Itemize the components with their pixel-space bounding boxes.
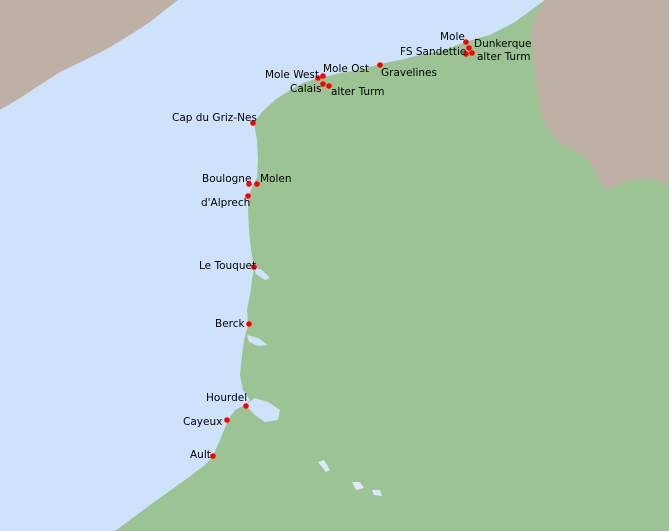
boulogne-label: Boulogne xyxy=(202,173,251,185)
ault-marker[interactable] xyxy=(210,453,216,459)
authie-estuary xyxy=(247,335,268,346)
gravelines-marker[interactable] xyxy=(377,62,383,68)
molen-label: Molen xyxy=(260,173,292,185)
france-land xyxy=(115,0,669,531)
mole-dunkerque-marker[interactable] xyxy=(463,39,469,45)
england-land xyxy=(0,0,178,110)
mole-ost-label: Mole Ost xyxy=(323,63,369,75)
mole-dunkerque-label: Mole xyxy=(440,31,465,43)
ault-label: Ault xyxy=(190,449,211,461)
mole-west-marker[interactable] xyxy=(315,75,321,81)
calais-label: Calais xyxy=(290,83,322,95)
belgium-land xyxy=(530,0,669,190)
cap-griz-nez-marker[interactable] xyxy=(250,120,256,126)
molen-marker[interactable] xyxy=(254,181,260,187)
hourdel-marker[interactable] xyxy=(243,403,249,409)
canche-estuary xyxy=(254,267,270,280)
hourdel-label: Hourdel xyxy=(206,392,247,404)
mole-west-label: Mole West xyxy=(265,69,319,81)
calais-marker[interactable] xyxy=(320,81,326,87)
boulogne-marker[interactable] xyxy=(246,181,252,187)
d-alprech-marker[interactable] xyxy=(245,193,251,199)
fs-sandettie-marker[interactable] xyxy=(463,51,469,57)
alter-turm-dunkerque-label: alter Turm xyxy=(477,51,530,63)
river-marks xyxy=(318,460,382,496)
cap-griz-nez-label: Cap du Griz-Nes xyxy=(172,112,257,124)
cayeux-marker[interactable] xyxy=(224,417,230,423)
le-touquet-label: Le Touquet xyxy=(199,260,256,272)
cayeux-label: Cayeux xyxy=(183,416,222,428)
gravelines-label: Gravelines xyxy=(381,67,437,79)
alter-turm-calais-marker[interactable] xyxy=(326,83,332,89)
dunkerque-marker[interactable] xyxy=(466,45,472,51)
fs-sandettie-label: FS Sandettie xyxy=(400,46,466,58)
somme-bay xyxy=(245,398,280,422)
mole-ost-marker[interactable] xyxy=(320,73,326,79)
alter-turm-calais-label: alter Turm xyxy=(331,86,384,98)
d-alprech-label: d'Alprech xyxy=(201,197,250,209)
berck-marker[interactable] xyxy=(246,321,252,327)
berck-label: Berck xyxy=(215,318,246,330)
dunkerque-label: Dunkerque xyxy=(474,38,531,50)
alter-turm-dunkerque-marker[interactable] xyxy=(469,50,475,56)
le-touquet-marker[interactable] xyxy=(251,264,257,270)
